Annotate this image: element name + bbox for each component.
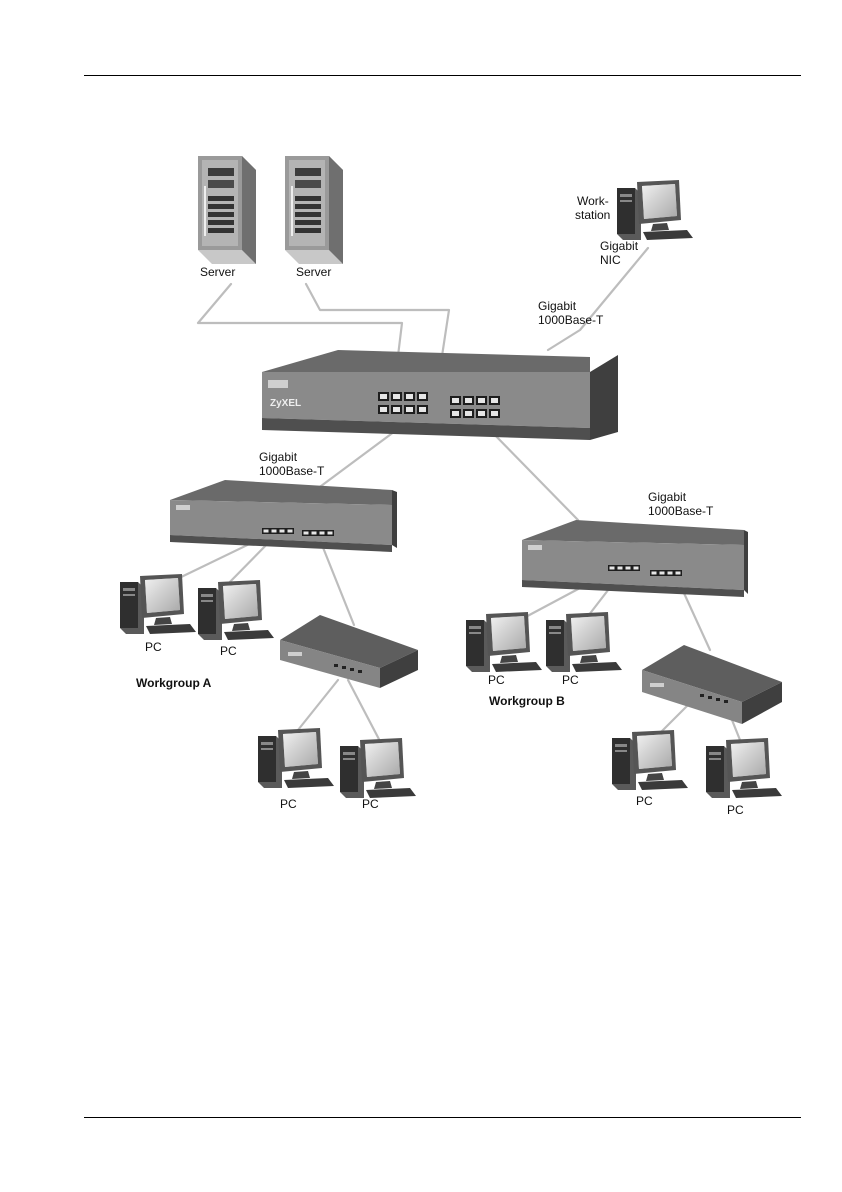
workstation-label-line2: station	[575, 208, 610, 222]
pc-b-4-label: PC	[727, 803, 744, 817]
pc-b-2-label: PC	[562, 673, 579, 687]
workstation	[617, 180, 693, 240]
server-1	[198, 156, 256, 264]
pc-a-1	[120, 574, 196, 634]
cable-server-2	[306, 284, 449, 356]
server-2-label: Server	[296, 265, 331, 279]
nic-label-line1: Gigabit	[600, 239, 639, 253]
cable-a-hub	[320, 540, 354, 625]
workstation-label-line1: Work-	[577, 194, 609, 208]
switch-workgroup-a	[170, 480, 397, 552]
switch-workgroup-b	[522, 520, 748, 597]
uplink-a-label-line1: Gigabit	[259, 450, 298, 464]
main-switch-brand: ZyXEL	[270, 398, 301, 409]
uplink-a-label-line2: 1000Base-T	[259, 464, 325, 478]
pc-a-2-label: PC	[220, 644, 237, 658]
pc-a-4-label: PC	[362, 797, 379, 811]
pc-a-3-label: PC	[280, 797, 297, 811]
cable-uplink-b	[488, 428, 578, 520]
pc-a-2	[198, 580, 274, 640]
hub-workgroup-b	[642, 645, 782, 724]
pc-b-3	[612, 730, 688, 790]
pc-b-1	[466, 612, 542, 672]
pc-b-4	[706, 738, 782, 798]
main-switch: ZyXEL	[262, 350, 618, 440]
cable-server-1	[198, 284, 402, 356]
workgroup-b-label: Workgroup B	[489, 694, 565, 708]
uplink-b-label-line1: Gigabit	[648, 490, 687, 504]
pc-b-2	[546, 612, 622, 672]
uplink-ws-label-line2: 1000Base-T	[538, 313, 604, 327]
nic-label-line2: NIC	[600, 253, 621, 267]
uplink-ws-label-line1: Gigabit	[538, 299, 577, 313]
pc-b-3-label: PC	[636, 794, 653, 808]
pc-a-4	[340, 738, 416, 798]
hub-workgroup-a	[280, 615, 418, 688]
uplink-b-label-line2: 1000Base-T	[648, 504, 714, 518]
pc-a-1-label: PC	[145, 640, 162, 654]
cable-a-hub-pc4	[348, 680, 382, 745]
server-2	[285, 156, 343, 264]
pc-a-3	[258, 728, 334, 788]
pc-b-1-label: PC	[488, 673, 505, 687]
server-1-label: Server	[200, 265, 235, 279]
workgroup-a-label: Workgroup A	[136, 676, 212, 690]
